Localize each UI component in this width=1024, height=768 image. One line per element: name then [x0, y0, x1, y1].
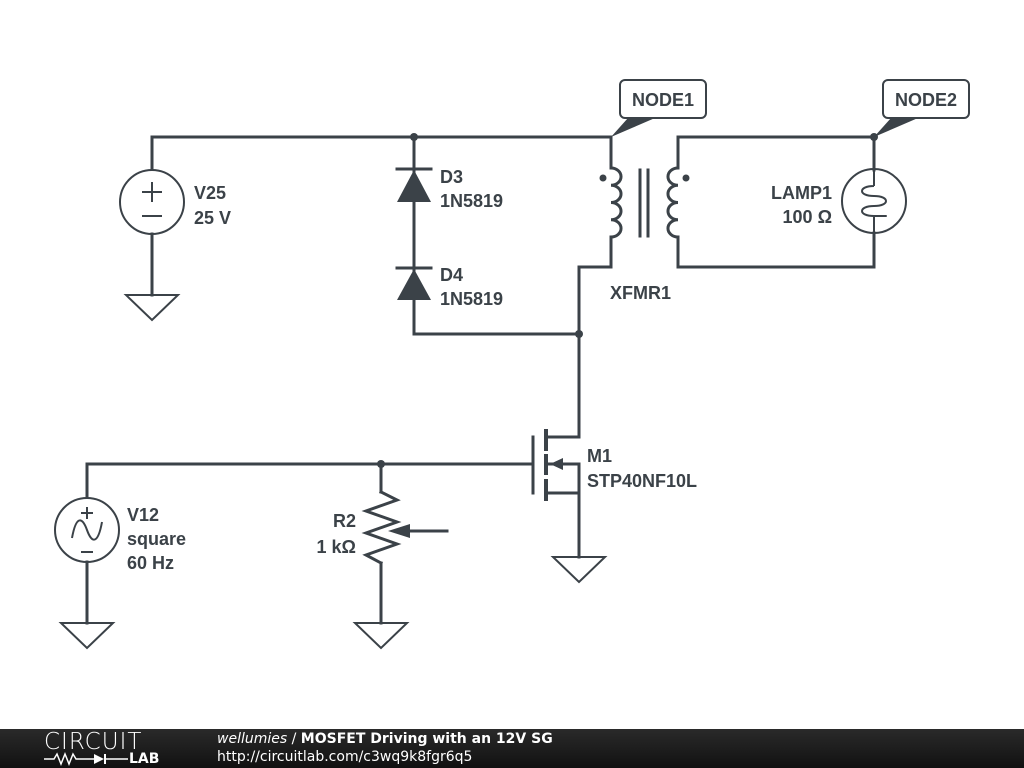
node2-text: NODE2	[895, 90, 957, 110]
d4-name-label: D4	[440, 265, 463, 285]
v25-name-label: V25	[194, 183, 226, 203]
resistor-zigzag-icon	[361, 489, 402, 566]
v25-value-label: 25 V	[194, 208, 231, 228]
circuit-url[interactable]: http://circuitlab.com/c3wq9k8fgr6q5	[217, 749, 473, 765]
node1-label[interactable]: NODE1	[611, 79, 707, 137]
d3-part-label: 1N5819	[440, 191, 503, 211]
title-separator: /	[287, 731, 301, 747]
wire-secondary-bottom	[676, 231, 876, 269]
v12-wave-label: square	[127, 529, 186, 549]
m1-part-label: STP40NF10L	[587, 471, 697, 491]
ground-icon	[123, 294, 181, 322]
wire-top-rail	[150, 135, 613, 170]
wire-secondary-top	[676, 135, 876, 172]
node-label-box	[619, 79, 707, 119]
node-pointer	[874, 118, 918, 137]
circuitlab-logo-lab: LAB	[129, 751, 160, 767]
circuitlab-logo-text[interactable]: CIRCUIT	[44, 729, 143, 755]
circuit-title: MOSFET Driving with an 12V SG	[300, 731, 553, 747]
polarity-dot	[599, 174, 607, 182]
diode-triangle-icon	[397, 170, 431, 202]
d4-diode[interactable]: D4 1N5819	[395, 265, 503, 336]
v12-freq-label: 60 Hz	[127, 553, 174, 573]
wire	[577, 265, 613, 336]
lamp-filament-icon	[861, 169, 887, 233]
lamp1-value-label: 100 Ω	[783, 207, 832, 227]
footer-bar: CIRCUIT LAB wellumies / MOSFET Driving w…	[0, 729, 1024, 768]
node-pointer	[611, 118, 655, 137]
wiper-arrow-icon	[388, 524, 410, 538]
circuit-schematic: V25 25 V D3 1N5819 D4 1N5819 XFMR1	[54, 79, 970, 650]
m1-mosfet[interactable]: M1 STP40NF10L	[531, 332, 697, 584]
v12-name-label: V12	[127, 505, 159, 525]
d3-diode[interactable]: D3 1N5819	[395, 135, 503, 270]
primary-coil	[609, 166, 623, 239]
lamp1-name-label: LAMP1	[771, 183, 832, 203]
polarity-dot	[682, 174, 690, 182]
d4-part-label: 1N5819	[440, 289, 503, 309]
xfmr1-name-label: XFMR1	[610, 283, 671, 303]
node2-label[interactable]: NODE2	[874, 79, 970, 137]
node1-text: NODE1	[632, 90, 694, 110]
r2-name-label: R2	[333, 511, 356, 531]
ground-icon	[352, 622, 410, 650]
m1-name-label: M1	[587, 446, 612, 466]
v25-source[interactable]: V25 25 V	[119, 169, 231, 322]
body-arrow-icon	[550, 458, 563, 470]
xfmr1-transformer[interactable]: XFMR1	[577, 166, 690, 336]
ground-icon	[550, 556, 608, 584]
circuit-title-line: wellumies / MOSFET Driving with an 12V S…	[217, 731, 553, 748]
diode-triangle-icon	[397, 269, 431, 300]
wire-gate	[85, 462, 535, 499]
author-name[interactable]: wellumies	[217, 731, 288, 747]
ground-icon	[58, 622, 116, 650]
secondary-coil	[666, 166, 680, 239]
v12-source[interactable]: V12 square 60 Hz	[54, 497, 186, 650]
logo-resistor-diode-icon	[44, 752, 128, 766]
lamp1[interactable]: LAMP1 100 Ω	[771, 168, 907, 234]
node-label-box	[882, 79, 970, 119]
sine-wave-icon	[71, 519, 103, 541]
r2-value-label: 1 kΩ	[317, 537, 356, 557]
r2-potentiometer[interactable]: R2 1 kΩ	[317, 462, 449, 650]
d3-name-label: D3	[440, 167, 463, 187]
